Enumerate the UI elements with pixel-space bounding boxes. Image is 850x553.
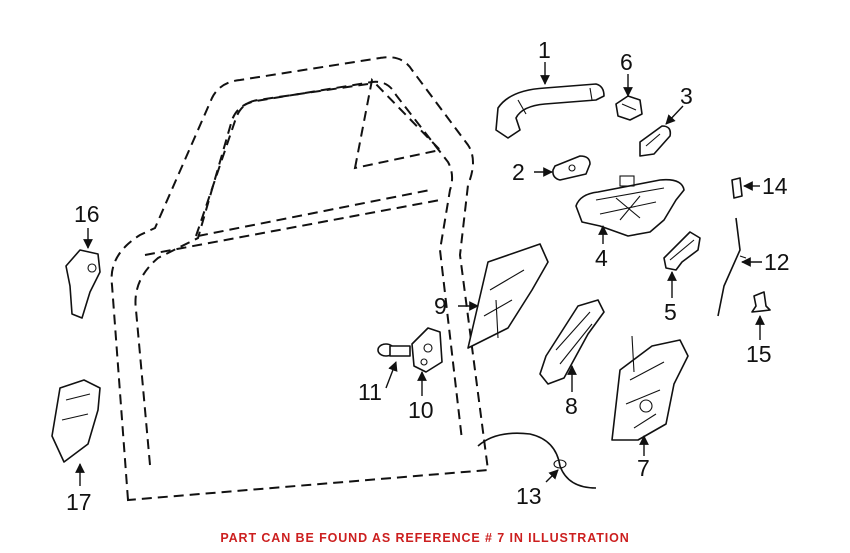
part-10-striker: [411, 327, 443, 373]
callout-10: 10: [408, 397, 434, 423]
callout-5: 5: [664, 299, 677, 325]
part-14-clip: [731, 177, 743, 199]
callout-16: 16: [74, 201, 100, 227]
callout-6: 6: [620, 49, 633, 75]
callout-15: 15: [746, 341, 772, 367]
callout-3: 3: [680, 83, 693, 109]
callout-1: 1: [538, 37, 551, 63]
part-12-rod: [717, 217, 747, 317]
callout-7: 7: [637, 455, 650, 481]
part-9-panel: [467, 243, 549, 349]
part-1-outer-handle: [495, 83, 605, 139]
part-3-bezel: [639, 125, 672, 157]
callout-14: 14: [762, 173, 788, 199]
part-11-bolt: [377, 343, 411, 357]
part-7-latch: [611, 335, 689, 441]
part-2-cap: [552, 155, 591, 181]
part-6-lock-cylinder: [615, 95, 643, 121]
part-17-lower-hinge: [51, 379, 101, 463]
part-13-cable: [477, 432, 597, 489]
callout-11: 11: [358, 379, 382, 405]
rear-door-outline: [110, 56, 490, 502]
callout-4: 4: [595, 245, 608, 271]
part-4-handle-carrier: [575, 175, 685, 237]
callout-9: 9: [434, 293, 447, 319]
callout-17: 17: [66, 489, 92, 515]
callout-13: 13: [516, 483, 542, 509]
part-5-bracket: [663, 231, 701, 271]
callout-2: 2: [512, 159, 525, 185]
callout-8: 8: [565, 393, 578, 419]
leader-arrows: [75, 62, 765, 486]
part-15-push-clip: [751, 291, 771, 313]
callout-12: 12: [764, 249, 790, 275]
part-8-inner-handle: [539, 299, 605, 385]
part-16-upper-hinge: [65, 249, 101, 319]
reference-caption: PART CAN BE FOUND AS REFERENCE # 7 IN IL…: [220, 531, 630, 545]
